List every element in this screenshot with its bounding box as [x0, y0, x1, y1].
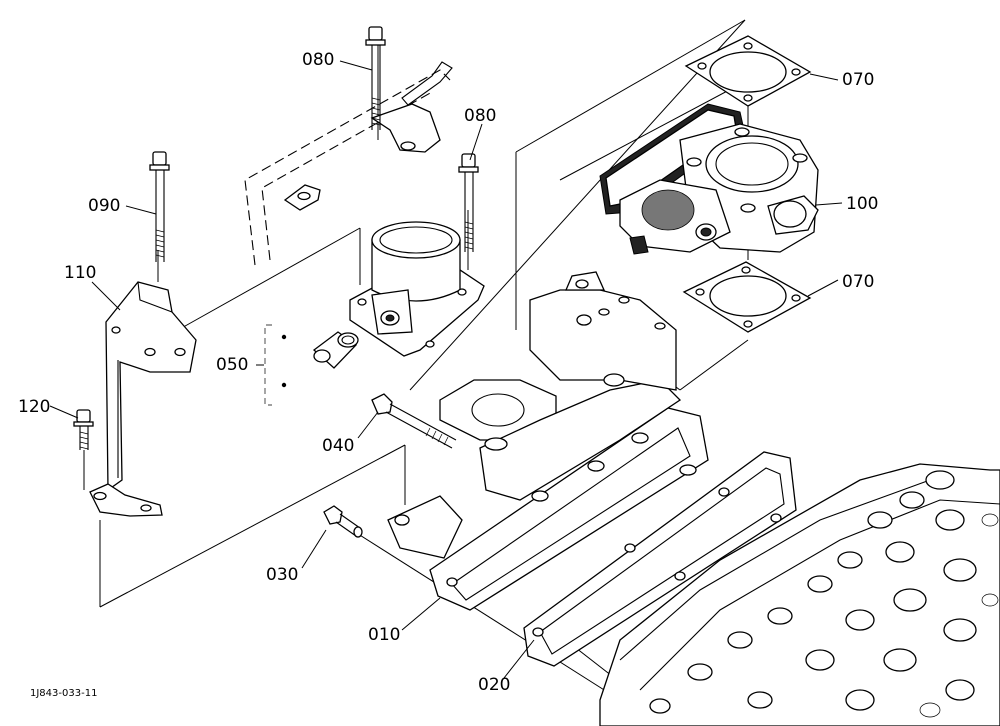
bracket-110	[89, 281, 197, 517]
intake-manifold-010	[387, 271, 709, 611]
label-100: 100	[846, 194, 878, 214]
label-020: 020	[478, 675, 510, 695]
bolt-030	[323, 505, 363, 538]
throttle-body-100	[599, 103, 819, 255]
gasket-020	[523, 451, 797, 667]
gasket-070-bottom	[682, 261, 812, 333]
gasket-070-top	[684, 35, 812, 107]
bolt-120	[73, 409, 94, 450]
label-040: 040	[322, 436, 354, 456]
thermostat-housing	[349, 221, 485, 357]
label-080-left: 080	[302, 50, 334, 70]
label-030: 030	[266, 565, 298, 585]
label-110: 110	[64, 263, 96, 283]
label-070-top: 070	[842, 70, 874, 90]
label-090: 090	[88, 196, 120, 216]
label-010: 010	[368, 625, 400, 645]
cylinder-head	[599, 463, 1000, 726]
bolt-090	[149, 151, 170, 262]
fitting-050	[264, 324, 359, 406]
bolt-080-right	[458, 153, 479, 252]
label-050: 050	[216, 355, 248, 375]
bolt-080-left	[365, 26, 386, 130]
label-080-right: 080	[464, 106, 496, 126]
leader-lines	[49, 60, 843, 679]
bolt-040	[371, 393, 457, 449]
drawing-code: 1J843-033-11	[30, 688, 97, 699]
part-labels: 080 080 090 110 050 120 040 030 010 020 …	[18, 50, 878, 695]
label-120: 120	[18, 397, 50, 417]
label-070-bottom: 070	[842, 272, 874, 292]
